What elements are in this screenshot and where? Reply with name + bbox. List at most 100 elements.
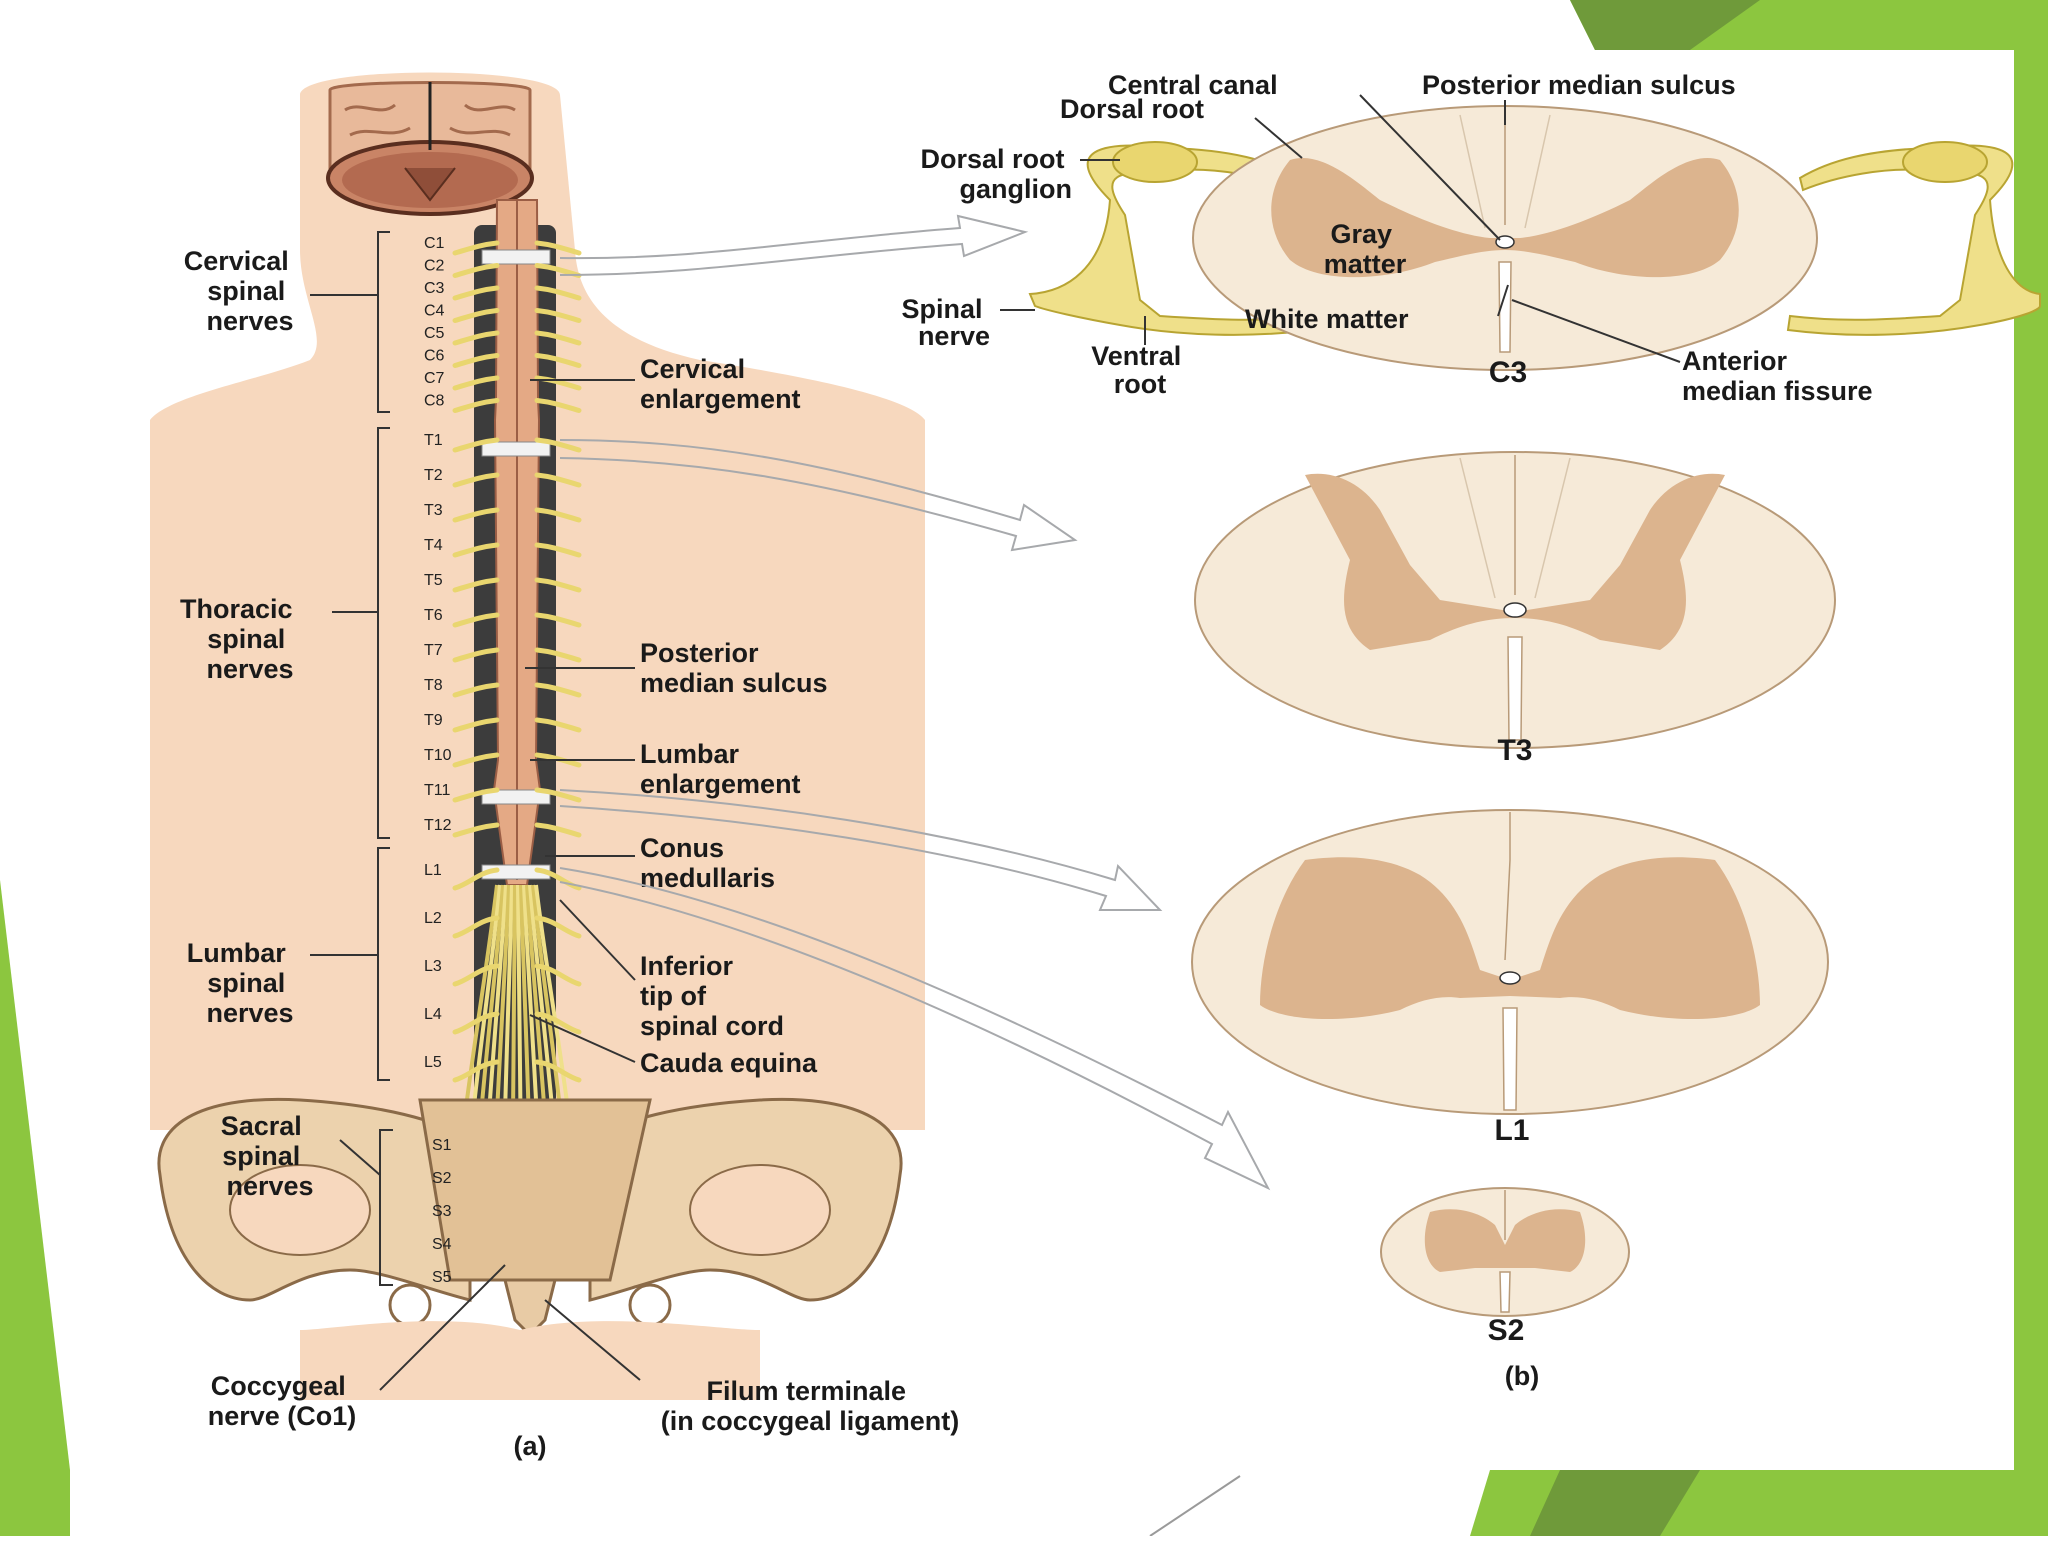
filum-terminale-label: Filum terminale (in coccygeal ligament) [661,1376,960,1436]
segment-label-l5: L5 [424,1054,442,1071]
arrow-to-l1 [559,789,1163,911]
section-arrows [559,214,1271,1191]
panel-b-caption: (b) [1505,1361,1539,1391]
posterior-median-sulcus-a-label: Posterior median sulcus [640,638,828,698]
dorsal-root-ganglion-right [1902,141,1988,183]
cut-c3 [481,249,551,265]
anterior-median-fissure-label: Anterior median fissure [1682,346,1873,406]
dorsal-root-ganglion-label: Dorsal root ganglion [920,144,1072,204]
segment-label-t2: T2 [424,467,443,484]
segment-label-s5: S5 [432,1269,452,1286]
nerve-root-c3-right [534,285,582,301]
nerve-root-t11-right [534,787,582,803]
segment-label-l3: L3 [424,958,442,975]
nerve-root-c8-right [534,398,582,413]
nerve-root-l1-right [534,867,582,891]
cut-l1 [481,789,551,805]
nerve-root-c2-left [452,263,500,278]
segment-label-s1: S1 [432,1137,452,1154]
segment-label-c6: C6 [424,348,445,365]
nerve-root-c3-left [452,285,500,301]
pelvis [157,1097,903,1338]
section-c3 [1192,105,1818,371]
segment-label-s2: S2 [432,1170,452,1187]
nerve-root-c1-right [534,240,582,256]
panel-a-leaders [379,379,641,1391]
nerve-root-l4-right [534,1011,582,1035]
nerve-root-t5-right [534,577,582,593]
segment-label-t12: T12 [424,817,452,834]
segment-label-l2: L2 [424,910,442,927]
section-c3-label: C3 [1489,356,1527,389]
section-t3-label: T3 [1497,734,1532,767]
posterior-median-sulcus-b-label: Posterior median sulcus [1422,70,1736,100]
nerve-root-c5-right [534,330,582,346]
nerve-root-l4-left [452,1011,500,1035]
nerve-root-t3-right [534,507,582,523]
nerve-root-l3-left [452,963,500,987]
segment-label-t10: T10 [424,747,452,764]
nerve-root-t1-left [452,437,500,453]
segment-label-t6: T6 [424,607,443,624]
nerve-root-t9-left [452,717,500,733]
arrow-to-c3 [559,214,1029,276]
segment-label-c4: C4 [424,303,445,320]
nerve-root-c6-left [452,353,500,368]
nerve-root-t4-left [452,542,500,558]
segment-label-t11: T11 [424,782,450,799]
thoracic-nerves-label: Thoracic spinal nerves [180,594,300,684]
nerve-root-t7-left [452,647,500,663]
dorsal-root-label: Dorsal root [1060,94,1204,124]
brain [326,81,534,216]
c3-nerve-roots [1028,141,2041,336]
gray-matter-label: Gray matter [1324,219,1407,279]
nerve-root-l2-right [534,915,582,939]
nerve-root-t1-right [534,437,582,453]
segment-label-t5: T5 [424,572,443,589]
nerve-root-t8-right [534,682,582,698]
nerve-root-c5-left [452,330,500,346]
nerve-root-t9-right [534,717,582,733]
segment-labels: C1C2C3C4C5C6C7C8T1T2T3T4T5T6T7T8T9T10T11… [424,235,452,1286]
nerve-root-c7-right [534,375,582,391]
nerve-root-l5-right [534,1059,582,1083]
nerve-root-c4-right [534,308,582,323]
segment-label-c7: C7 [424,370,445,387]
segment-label-t4: T4 [424,537,443,554]
section-s2 [1380,1187,1630,1317]
segment-label-c5: C5 [424,325,445,342]
nerve-root-t6-right [534,612,582,628]
segment-label-c2: C2 [424,258,445,275]
central-canal-label: Central canal [1108,70,1278,100]
segment-label-l1: L1 [424,862,442,879]
arrow-to-t3 [559,439,1078,552]
nerve-root-c7-left [452,375,500,391]
nerve-root-t3-left [452,507,500,523]
spinal-nerves [452,240,582,1083]
nerve-root-t12-right [534,822,582,838]
region-brackets [310,231,393,1286]
segment-label-t1: T1 [424,432,443,449]
green-accent-shade [1570,0,1760,50]
nerve-root-t12-left [452,822,500,838]
ventral-root-label: Ventral root [1091,341,1189,399]
section-t3 [1194,451,1836,749]
cut-t3 [481,441,551,457]
nerve-root-t11-left [452,787,500,803]
coccygeal-nerve-label: Coccygeal nerve (Co1) [208,1371,357,1431]
cervical-enlargement-label: Cervical enlargement [640,354,801,414]
panel-b-leaders [1000,94,1681,363]
segment-label-s4: S4 [432,1236,452,1253]
cervical-nerves-label: Cervical spinal nerves [184,246,297,336]
conus-medullaris-label: Conus medullaris [640,833,775,893]
segment-label-c1: C1 [424,235,445,252]
nerve-root-t7-right [534,647,582,663]
section-s2-label: S2 [1488,1314,1525,1347]
nerve-root-l5-left [452,1059,500,1083]
green-accent-left [0,880,70,1536]
nerve-root-t6-left [452,612,500,628]
inferior-tip-label: Inferior tip of spinal cord [640,951,784,1041]
lumbar-nerves-label: Lumbar spinal nerves [187,938,294,1028]
cauda-equina-label: Cauda equina [640,1048,818,1078]
